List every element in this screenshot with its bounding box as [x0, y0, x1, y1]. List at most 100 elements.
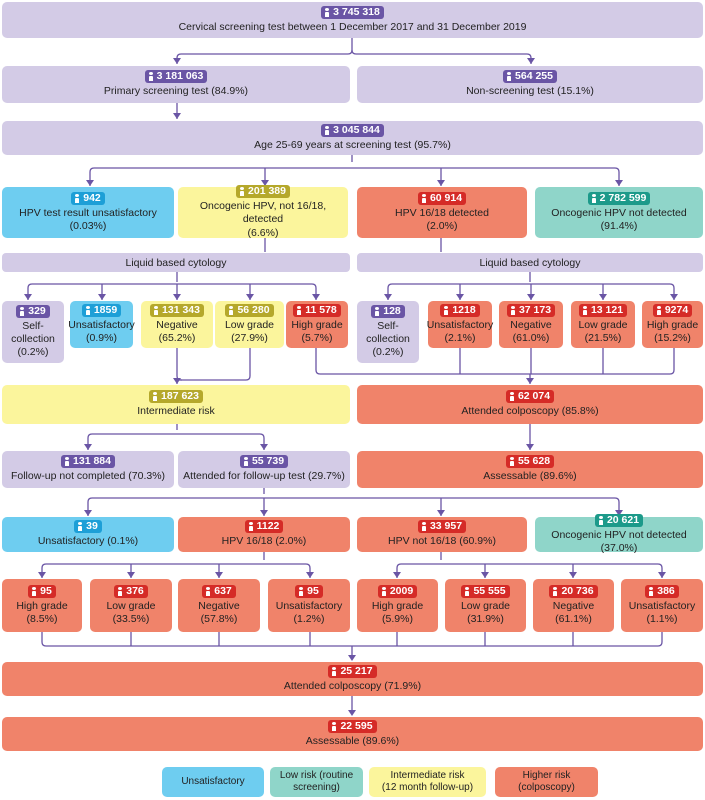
person-icon [331, 666, 337, 676]
count-badge: 55 739 [239, 455, 289, 469]
person-icon [464, 586, 470, 596]
person-icon [148, 72, 154, 82]
person-icon [298, 586, 304, 596]
person-icon [153, 305, 159, 315]
count-badge: 37 173 [506, 304, 556, 317]
node-age-25-69: 3 045 844 Age 25-69 years at screening t… [2, 121, 703, 155]
legend-label-2: screening) [293, 782, 340, 793]
cyto-right-low-grade: 13 121 Low grade(21.5%) [571, 301, 635, 348]
count-badge: 60 914 [417, 192, 467, 205]
cyto-left-high-grade: 11 578 High grade(5.7%) [286, 301, 348, 348]
legend-label-2: (colposcopy) [518, 782, 575, 793]
legend-label: Higher risk [522, 770, 571, 781]
count-badge: 2009 [377, 585, 418, 598]
legend-label-2: (12 month follow-up) [381, 782, 474, 793]
cyto-left-unsatisfactory: 1859 Unsatisfactory(0.9%) [68, 301, 135, 348]
person-icon [591, 193, 597, 203]
count-badge: 20 736 [549, 585, 598, 598]
person-icon [381, 586, 387, 596]
grade-high-2: 2009 High grade(5.9%) [357, 579, 438, 632]
lbc-bar-right: Liquid based cytology [357, 253, 703, 272]
count-badge: 564 255 [503, 70, 557, 84]
legend-label: Unsatisfactory [181, 776, 245, 787]
person-icon [443, 305, 449, 315]
grade-high-1: 95 High grade(8.5%) [2, 579, 82, 632]
grade-negative-1: 637 Negative(57.8%) [178, 579, 260, 632]
node-followup-not-completed: 131 884 Follow-up not completed (70.3%) [2, 451, 174, 488]
person-icon [19, 306, 25, 316]
count-badge: 11 578 [293, 304, 341, 317]
node-hpv-16-18: 60 914 HPV 16/18 detected(2.0%) [357, 187, 527, 238]
arrowheads [24, 58, 678, 716]
count-badge: 62 074 [505, 390, 555, 404]
person-icon [152, 392, 158, 402]
person-icon [239, 187, 245, 197]
grade-low-1: 376 Low grade(33.5%) [90, 579, 172, 632]
cyto-left-self-collection: 329 Self-collection(0.2%) [2, 301, 64, 363]
node-hpv-not-16-18: 201 389 Oncogenic HPV, not 16/18, detect… [178, 185, 348, 239]
cyto-right-unsatisfactory: 1218 Unsatisfactory(2.1%) [427, 301, 493, 348]
legend-intermediate-risk: Intermediate risk(12 month follow-up) [369, 767, 486, 797]
person-icon [648, 586, 654, 596]
cyto-right-high-grade: 9274 High grade(15.2%) [642, 301, 703, 348]
legend-unsatisfactory: Unsatisfactory [162, 767, 264, 797]
count-badge: 201 389 [236, 185, 290, 199]
node-total-tests: 3 745 318 Cervical screening test betwee… [2, 2, 703, 38]
count-badge: 56 280 [225, 304, 274, 317]
count-badge: 1122 [244, 520, 284, 534]
count: 3 745 318 [333, 5, 380, 18]
legend-label: Low risk (routine [279, 770, 354, 781]
count-badge: 386 [645, 585, 679, 598]
grade-unsatisfactory-2: 386 Unsatisfactory(1.1%) [621, 579, 703, 632]
person-icon [205, 586, 211, 596]
person-icon [243, 457, 249, 467]
node-label: Cervical screening test between 1 Decemb… [178, 20, 527, 33]
count-badge: 20 621 [594, 514, 644, 527]
grade-unsatisfactory-1: 95 Unsatisfactory(1.2%) [268, 579, 350, 632]
cyto-right-negative: 37 173 Negative(61.0%) [499, 301, 563, 348]
person-icon [509, 392, 515, 402]
count-badge: 3 045 844 [321, 124, 384, 137]
person-icon [228, 305, 234, 315]
node-attended-colposcopy-1: 62 074 Attended colposcopy (85.8%) [357, 385, 703, 424]
person-icon [77, 522, 83, 532]
count-badge: 13 121 [578, 304, 628, 317]
person-icon [117, 586, 123, 596]
node-intermediate-risk: 187 623 Intermediate risk [2, 385, 350, 424]
node-primary-screening: 3 181 063 Primary screening test (84.9%) [2, 66, 350, 103]
node-attended-followup: 55 739 Attended for follow-up test (29.7… [178, 451, 350, 488]
cyto-left-low-grade: 56 280 Low grade(27.9%) [215, 301, 284, 348]
legend-label: Intermediate risk [390, 770, 465, 781]
count-badge: 329 [16, 305, 50, 318]
node-fu-hpv-not-16-18: 33 957 HPV not 16/18 (60.9%) [357, 517, 527, 552]
person-icon [296, 305, 302, 315]
person-icon [64, 457, 70, 467]
cyto-left-negative: 131 343 Negative(65.2%) [141, 301, 213, 348]
node-non-screening: 564 255 Non-screening test (15.1%) [357, 66, 703, 103]
count-badge: 131 343 [150, 304, 204, 317]
count-badge: 187 623 [149, 390, 203, 404]
count-badge: 22 595 [328, 720, 377, 733]
count-badge: 55 555 [461, 585, 510, 598]
person-icon [506, 72, 512, 82]
cyto-right-self-collection: 128 Self-collection(0.2%) [357, 301, 419, 363]
person-icon [324, 125, 330, 135]
count-badge: 95 [28, 585, 56, 598]
count-badge: 376 [114, 585, 148, 598]
count-badge: 33 957 [417, 520, 467, 534]
count-badge: 95 [295, 585, 323, 598]
grade-negative-2: 20 736 Negative(61.1%) [533, 579, 614, 632]
node-fu-hpv-not-detected: 20 621 Oncogenic HPV not detected (37.0%… [535, 514, 703, 554]
person-icon [331, 721, 337, 731]
lbc-bar-left: Liquid based cytology [2, 253, 350, 272]
count-badge: 1859 [81, 304, 122, 317]
node-fu-unsatisfactory: 39 Unsatisfactory (0.1%) [2, 517, 174, 552]
grade-low-2: 55 555 Low grade(31.9%) [445, 579, 526, 632]
count-badge: 39 [74, 520, 102, 534]
person-icon [510, 305, 516, 315]
person-icon [582, 305, 588, 315]
count-badge: 942 [71, 192, 105, 205]
person-icon [74, 193, 80, 203]
